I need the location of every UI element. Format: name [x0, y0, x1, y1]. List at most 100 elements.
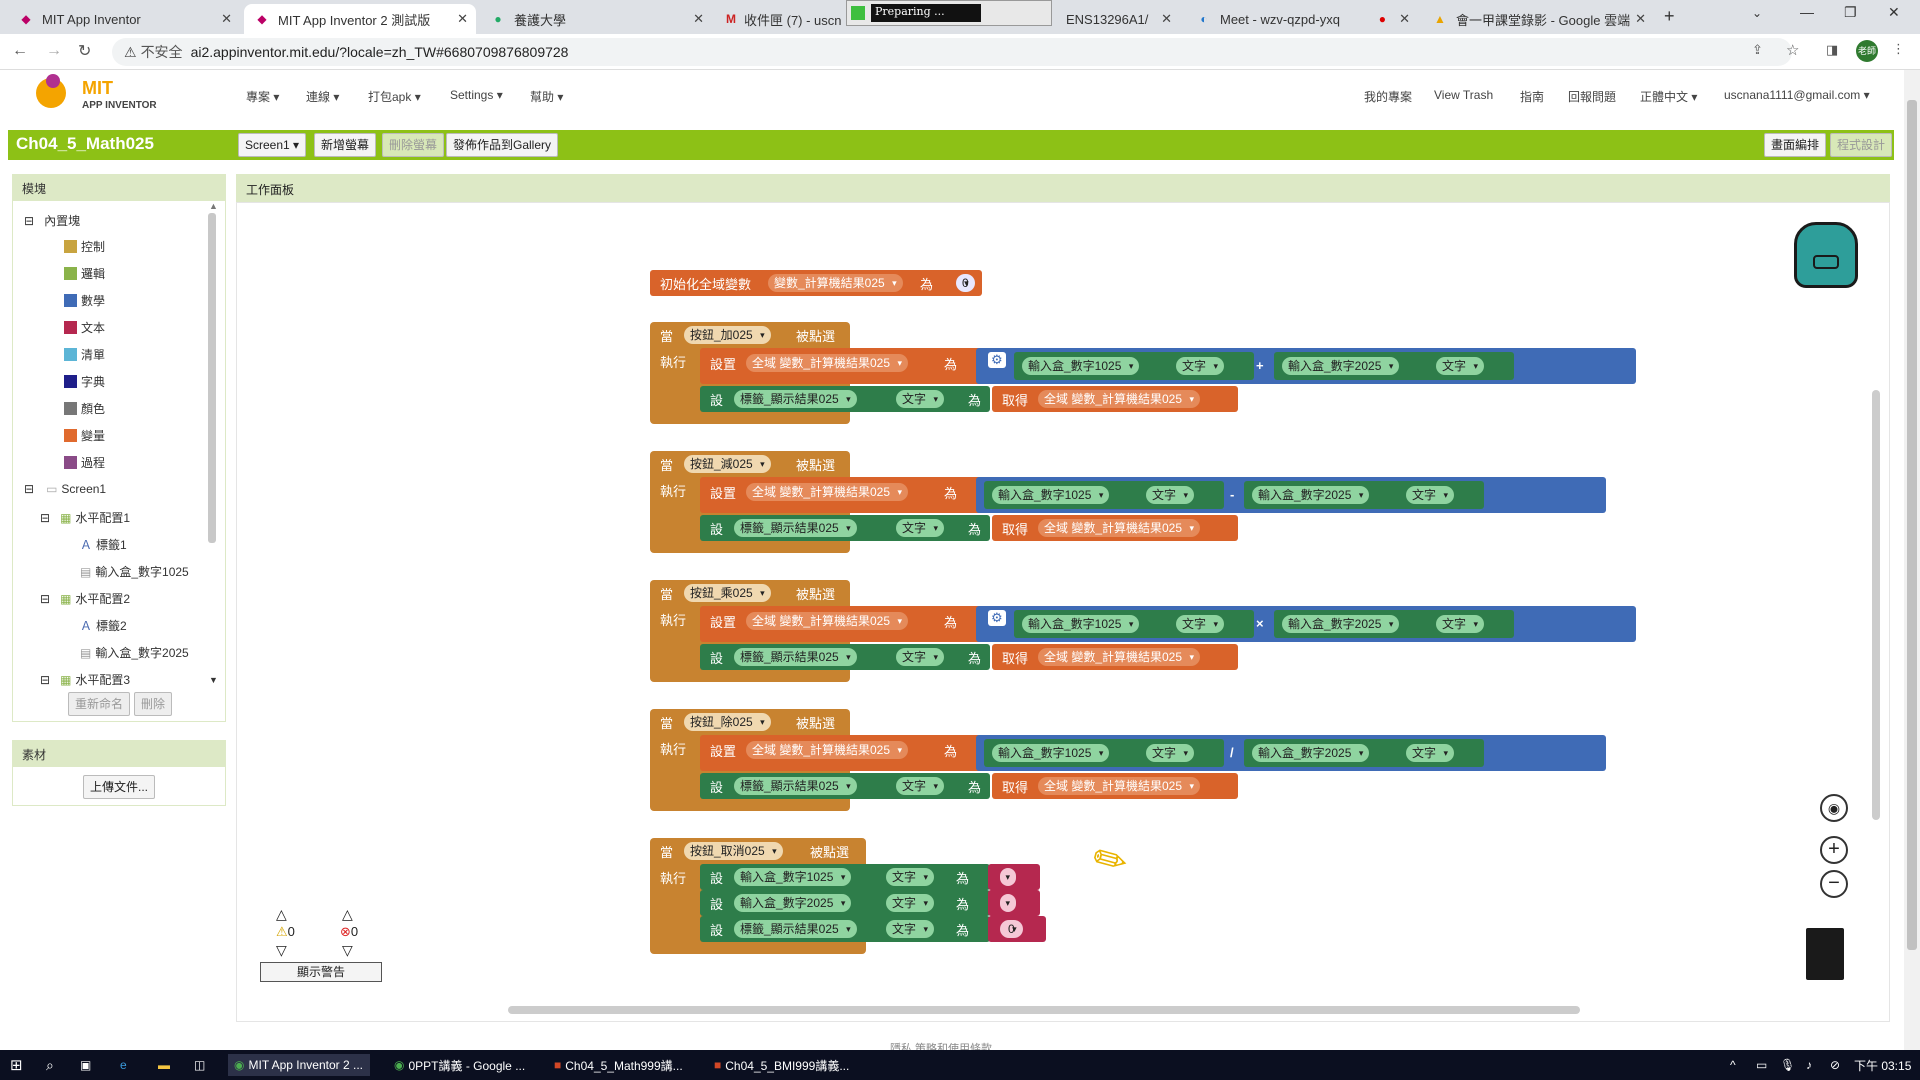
- mit-app-inventor-logo[interactable]: MIT APP INVENTOR: [36, 74, 166, 120]
- variable-field[interactable]: 全域 變數_計算機結果025: [1038, 648, 1201, 666]
- label-component-field[interactable]: 標籤_顯示結果025: [734, 777, 857, 795]
- close-tab-icon[interactable]: ✕: [221, 11, 232, 26]
- variable-field[interactable]: 全域 變數_計算機結果025: [746, 354, 909, 372]
- category-dictionary[interactable]: 字典: [64, 373, 105, 390]
- upload-file-button[interactable]: 上傳文件...: [83, 775, 156, 799]
- property-field[interactable]: 文字: [886, 920, 935, 938]
- remove-screen-button[interactable]: 刪除螢幕: [382, 133, 445, 157]
- variable-name-field[interactable]: 變數_計算機結果025: [768, 274, 903, 292]
- property-field[interactable]: 文字: [1176, 357, 1225, 375]
- side-panel-icon[interactable]: ◨: [1826, 42, 1839, 57]
- bookmark-star-icon[interactable]: ☆: [1786, 42, 1800, 59]
- close-tab-icon[interactable]: ✕: [693, 11, 704, 26]
- variable-field[interactable]: 全域 變數_計算機結果025: [746, 741, 909, 759]
- textbox-component-field[interactable]: 輸入盒_數字2025: [1282, 615, 1400, 633]
- guide-link[interactable]: 指南: [1520, 90, 1545, 104]
- edge-icon[interactable]: e: [120, 1058, 127, 1072]
- omnibox[interactable]: ⚠ 不安全 ai2.appinventor.mit.edu/?locale=zh…: [112, 38, 1792, 66]
- property-field[interactable]: 文字: [1406, 486, 1455, 504]
- scroll-down-icon[interactable]: ▼: [209, 675, 218, 685]
- add-screen-button[interactable]: 新增螢幕: [314, 133, 377, 157]
- restore-icon[interactable]: ❐: [1844, 4, 1857, 20]
- label-component-field[interactable]: 標籤_顯示結果025: [734, 920, 857, 938]
- workspace-vertical-scrollbar[interactable]: [1872, 390, 1880, 820]
- property-field[interactable]: 文字: [1406, 744, 1455, 762]
- button-component-field[interactable]: 按鈕_取消025: [684, 842, 783, 860]
- menu-settings[interactable]: Settings ▾: [450, 88, 503, 102]
- tree-scrollbar[interactable]: [208, 213, 216, 543]
- error-prev-icon[interactable]: △: [342, 906, 353, 922]
- textbox-component-field[interactable]: 輸入盒_數字2025: [734, 894, 852, 912]
- view-trash-link[interactable]: View Trash: [1434, 88, 1494, 102]
- warning-next-icon[interactable]: ▽: [276, 942, 287, 958]
- property-field[interactable]: 文字: [896, 648, 945, 666]
- browser-tab[interactable]: ◐Meet - wzv-qzpd-yxq●✕: [1186, 4, 1418, 34]
- page-scrollbar[interactable]: [1904, 70, 1920, 1050]
- browser-tab-active[interactable]: ◆MIT App Inventor 2 測試版✕: [244, 4, 476, 34]
- textbox-component-field[interactable]: 輸入盒_數字1025: [1022, 357, 1140, 375]
- reload-icon[interactable]: ↻: [78, 43, 92, 60]
- property-field[interactable]: 文字: [896, 777, 945, 795]
- notification-status-icon[interactable]: ⊘: [1830, 1058, 1841, 1072]
- category-text[interactable]: 文本: [64, 319, 105, 336]
- category-math[interactable]: 數學: [64, 292, 105, 309]
- windows-start-icon[interactable]: ⊞: [10, 1057, 23, 1074]
- new-tab-icon[interactable]: +: [1664, 6, 1675, 26]
- forward-icon[interactable]: →: [46, 42, 62, 59]
- property-field[interactable]: 文字: [1176, 615, 1225, 633]
- tray-chevron-icon[interactable]: ^: [1730, 1058, 1736, 1072]
- language-menu[interactable]: 正體中文 ▾: [1640, 90, 1698, 104]
- label-component-field[interactable]: 標籤_顯示結果025: [734, 390, 857, 408]
- button-component-field[interactable]: 按鈕_減025: [684, 455, 771, 473]
- rename-button[interactable]: 重新命名: [68, 692, 131, 716]
- textbox-component-field[interactable]: 輸入盒_數字1025: [1022, 615, 1140, 633]
- number-field[interactable]: 0: [956, 274, 975, 292]
- browser-tab[interactable]: ▲會一甲課堂錄影 - Google 雲端✕: [1422, 4, 1654, 34]
- collapse-icon[interactable]: ⊟: [24, 214, 35, 228]
- textbox-component-field[interactable]: 輸入盒_數字1025: [992, 744, 1110, 762]
- label-component-field[interactable]: 標籤_顯示結果025: [734, 648, 857, 666]
- volume-icon[interactable]: ♪: [1806, 1058, 1812, 1072]
- file-explorer-icon[interactable]: ▬: [158, 1058, 170, 1072]
- textbox-component-field[interactable]: 輸入盒_數字1025: [992, 486, 1110, 504]
- workspace-horizontal-scrollbar[interactable]: [508, 1006, 1580, 1014]
- collapse-icon[interactable]: ⊟: [40, 592, 51, 606]
- property-field[interactable]: 文字: [896, 519, 945, 537]
- collapse-icon[interactable]: ⊟: [40, 673, 51, 687]
- tree-component[interactable]: ▤輸入盒_數字2025: [80, 644, 189, 661]
- show-warnings-button[interactable]: 顯示警告: [260, 962, 382, 982]
- microphone-icon[interactable]: 🎙: [1780, 1058, 1796, 1072]
- property-field[interactable]: 文字: [896, 390, 945, 408]
- account-menu[interactable]: uscnana1111@gmail.com ▾: [1724, 88, 1870, 102]
- close-tab-icon[interactable]: ✕: [1399, 11, 1410, 26]
- property-field[interactable]: 文字: [1146, 486, 1195, 504]
- button-component-field[interactable]: 按鈕_加025: [684, 326, 771, 344]
- blocks-editor-button[interactable]: 程式設計: [1830, 133, 1893, 157]
- tree-screen1[interactable]: ⊟▭Screen1: [24, 482, 106, 496]
- network-icon[interactable]: ▭: [1756, 1058, 1768, 1072]
- textbox-component-field[interactable]: 輸入盒_數字1025: [734, 868, 852, 886]
- zoom-out-icon[interactable]: −: [1820, 870, 1848, 898]
- variable-field[interactable]: 全域 變數_計算機結果025: [1038, 519, 1201, 537]
- menu-project[interactable]: 專案 ▾: [246, 90, 280, 104]
- report-issue-link[interactable]: 回報問題: [1568, 90, 1617, 104]
- text-string-field[interactable]: [1000, 868, 1016, 886]
- property-field[interactable]: 文字: [1436, 357, 1485, 375]
- variable-field[interactable]: 全域 變數_計算機結果025: [746, 612, 909, 630]
- delete-button[interactable]: 刪除: [134, 692, 173, 716]
- collapse-icon[interactable]: ⊟: [24, 482, 35, 496]
- taskbar-app-powerpoint[interactable]: ■Ch04_5_Math999講...: [548, 1054, 690, 1076]
- variable-field[interactable]: 全域 變數_計算機結果025: [1038, 777, 1201, 795]
- tab-search-icon[interactable]: ⌄: [1752, 6, 1763, 20]
- tree-component[interactable]: ⊟▦水平配置1: [40, 509, 130, 526]
- zoom-in-icon[interactable]: +: [1820, 836, 1848, 864]
- store-icon[interactable]: ◫: [194, 1058, 206, 1072]
- category-procedures[interactable]: 過程: [64, 454, 105, 471]
- back-icon[interactable]: ←: [12, 42, 28, 59]
- share-icon[interactable]: ⇪: [1752, 42, 1763, 57]
- mutator-gear-icon[interactable]: ⚙: [988, 610, 1006, 626]
- scroll-up-icon[interactable]: ▲: [209, 201, 218, 211]
- tree-component[interactable]: ⊟▦水平配置2: [40, 590, 130, 607]
- browser-tab[interactable]: ENS13296A1/✕: [1056, 4, 1180, 34]
- my-projects-link[interactable]: 我的專案: [1364, 90, 1413, 104]
